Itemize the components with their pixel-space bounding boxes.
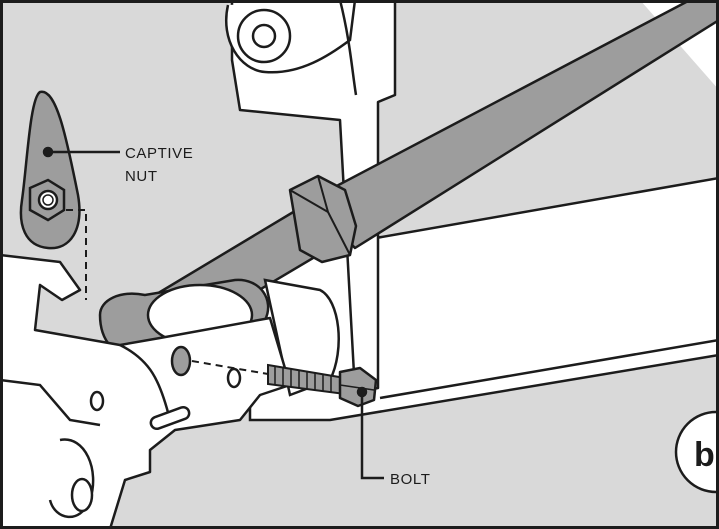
bolt	[267, 363, 378, 408]
captive-nut	[19, 90, 81, 250]
arm-hole-small	[226, 367, 242, 389]
alignment-lines	[66, 209, 269, 375]
arm-slot	[149, 405, 191, 431]
captive-nut-label-line1: CAPTIVE	[125, 145, 193, 162]
arm-hole-bolt	[170, 345, 192, 377]
upright-bracket	[225, 0, 397, 394]
jam-nut	[288, 174, 358, 264]
arm-hole-lower	[89, 390, 105, 412]
bolt-label: BOLT	[390, 471, 430, 488]
frame-edge	[379, 338, 719, 400]
captive-nut-label-line2: NUT	[125, 168, 158, 185]
step-badge: b	[674, 410, 719, 494]
callout-leaders	[42, 146, 384, 480]
arm-eye	[70, 477, 94, 513]
step-badge-letter: b	[694, 436, 715, 474]
bracket-eye-inner	[251, 23, 277, 49]
